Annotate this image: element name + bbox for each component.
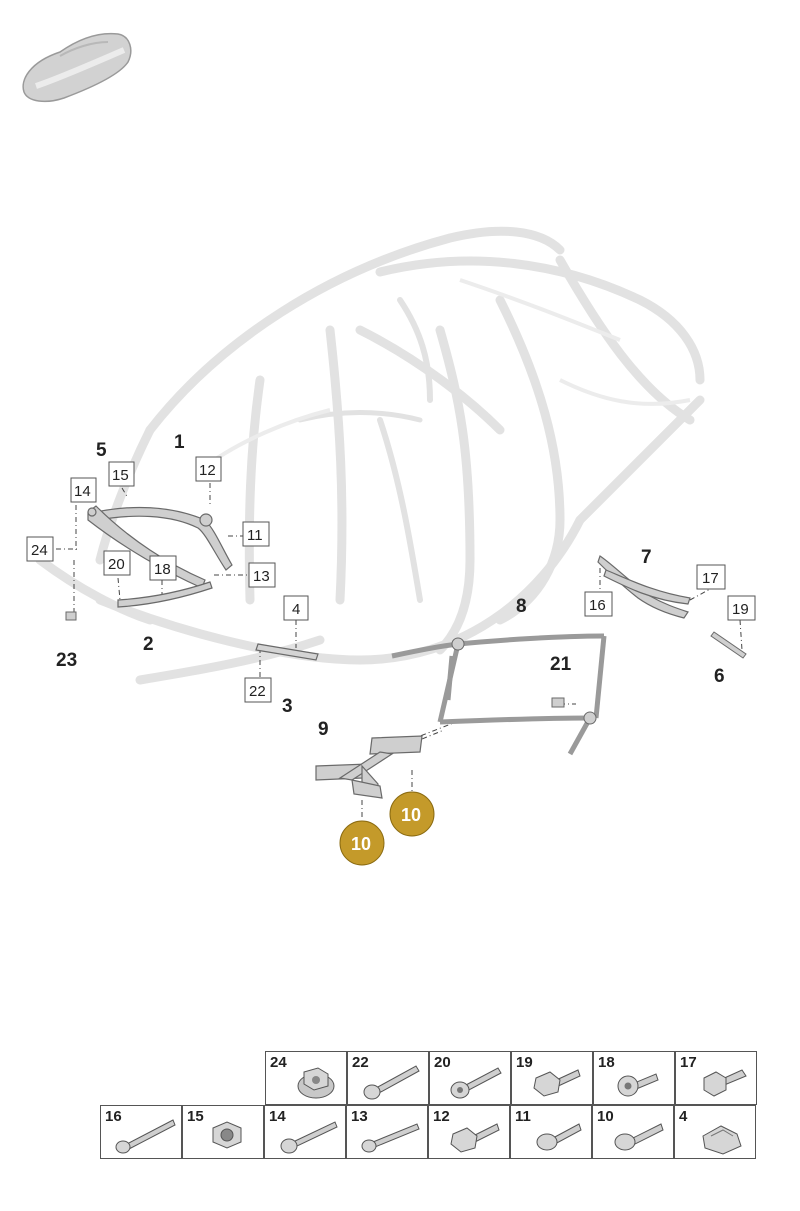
flange-bolt-icon: [363, 1065, 420, 1100]
fastener-number: 24: [270, 1054, 287, 1071]
callout-21: 21: [550, 654, 572, 675]
callout-20: 20: [108, 556, 125, 573]
part-1-brace[interactable]: [95, 506, 233, 571]
callout-11: 11: [247, 527, 263, 544]
flange-bolt-icon: [280, 1121, 338, 1154]
callout-labels: 5 1 2 3 23 7 8 6 21 9: [56, 432, 725, 740]
fastener-cell-20[interactable]: 20: [429, 1051, 511, 1105]
fastener-number: 15: [187, 1108, 204, 1125]
callout-18: 18: [154, 561, 171, 578]
hex-bolt-icon: [450, 1123, 500, 1153]
flange-bolt-icon: [614, 1123, 664, 1151]
callout-4: 4: [292, 601, 300, 618]
fastener-cell-17[interactable]: 17: [675, 1051, 757, 1105]
callout-5: 5: [96, 440, 107, 461]
fastener-cell-22[interactable]: 22: [347, 1051, 429, 1105]
fastener-number: 11: [515, 1108, 531, 1125]
fastener-number: 13: [351, 1108, 368, 1125]
part-7-strut[interactable]: [597, 555, 691, 619]
fastener-number: 19: [516, 1054, 533, 1071]
flange-bolt-icon: [361, 1123, 420, 1153]
part-8-frame[interactable]: [391, 633, 607, 756]
boxed-callouts: [26, 456, 756, 703]
hex-bolt-icon: [533, 1069, 581, 1097]
car-thumbnail-icon: [22, 32, 132, 103]
callout-1: 1: [174, 432, 185, 453]
fastener-number: 17: [680, 1054, 697, 1071]
callout-24: 24: [31, 542, 48, 559]
callout-12: 12: [199, 462, 216, 479]
callout-17: 17: [702, 570, 719, 587]
hex-bolt-icon: [703, 1069, 747, 1097]
callout-15: 15: [112, 467, 129, 484]
fastener-number: 22: [352, 1054, 369, 1071]
callout-2: 2: [143, 634, 154, 655]
callout-3: 3: [282, 696, 293, 717]
callout-13: 13: [253, 568, 270, 585]
torx-bolt-icon: [617, 1073, 659, 1097]
fastener-number: 12: [433, 1108, 450, 1125]
part-21-clip[interactable]: [551, 697, 565, 708]
fastener-cell-13[interactable]: 13: [346, 1105, 428, 1159]
fastener-cell-15[interactable]: 15: [182, 1105, 264, 1159]
part-3-sill-plate[interactable]: [255, 643, 319, 661]
fastener-cell-4[interactable]: 4: [674, 1105, 756, 1159]
part-23-bracket[interactable]: [65, 611, 77, 621]
fastener-cell-24[interactable]: 24: [265, 1051, 347, 1105]
flange-bolt-icon: [536, 1123, 582, 1151]
fastener-number: 18: [598, 1054, 615, 1071]
callout-19: 19: [732, 601, 749, 618]
callout-9: 9: [318, 719, 329, 740]
fastener-cell-19[interactable]: 19: [511, 1051, 593, 1105]
highlight-callout-10-right[interactable]: 10: [389, 791, 435, 837]
callout-14: 14: [74, 483, 91, 500]
fastener-number: 14: [269, 1108, 286, 1125]
fastener-cell-10[interactable]: 10: [592, 1105, 674, 1159]
callout-22: 22: [249, 683, 266, 700]
callout-6: 6: [714, 666, 725, 687]
collar-nut-icon: [297, 1067, 335, 1099]
callout-7: 7: [641, 547, 652, 568]
fastener-number: 10: [597, 1108, 614, 1125]
clip-nut-icon: [702, 1125, 742, 1155]
callout-8: 8: [516, 596, 527, 617]
leader-lines: [56, 483, 743, 820]
fastener-cell-12[interactable]: 12: [428, 1105, 510, 1159]
torx-bolt-icon: [450, 1067, 502, 1099]
fastener-number: 16: [105, 1108, 122, 1125]
callout-10-left-label: 10: [351, 834, 371, 854]
fastener-cell-16[interactable]: 16: [100, 1105, 182, 1159]
callout-23: 23: [56, 650, 77, 671]
highlight-callout-10-left[interactable]: 10: [339, 820, 385, 866]
part-2-strut[interactable]: [117, 581, 213, 608]
fastener-number: 4: [679, 1108, 688, 1125]
fastener-cell-14[interactable]: 14: [264, 1105, 346, 1159]
hex-nut-icon: [212, 1121, 242, 1149]
callout-10-right-label: 10: [401, 805, 421, 825]
callout-16: 16: [589, 597, 606, 614]
car-body-shell: [35, 226, 705, 685]
fastener-cell-11[interactable]: 11: [510, 1105, 592, 1159]
part-9-x-brace[interactable]: [315, 735, 423, 799]
fastener-cell-18[interactable]: 18: [593, 1051, 675, 1105]
part-6-rod[interactable]: [710, 631, 747, 659]
fastener-number: 20: [434, 1054, 451, 1071]
long-bolt-icon: [115, 1119, 176, 1154]
